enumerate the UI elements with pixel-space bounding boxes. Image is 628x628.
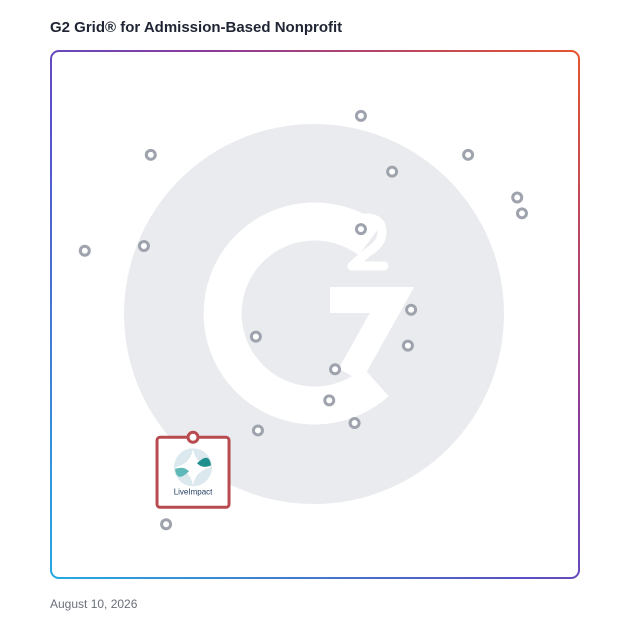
product-point-8[interactable] bbox=[78, 244, 91, 257]
product-point-16[interactable] bbox=[251, 424, 264, 437]
g2-watermark-logo bbox=[124, 124, 504, 504]
product-point-13[interactable] bbox=[329, 363, 342, 376]
highlighted-product[interactable]: LiveImpact bbox=[155, 430, 231, 509]
product-point-12[interactable] bbox=[401, 339, 414, 352]
chart-title: G2 Grid® for Admission-Based Nonprofit bbox=[50, 19, 343, 36]
data-points bbox=[78, 109, 528, 531]
product-point-10[interactable] bbox=[405, 303, 418, 316]
product-point-14[interactable] bbox=[323, 394, 336, 407]
product-point-1[interactable] bbox=[144, 148, 157, 161]
product-point-6[interactable] bbox=[515, 207, 528, 220]
product-point-3[interactable] bbox=[386, 165, 399, 178]
liveimpact-logo-icon bbox=[174, 448, 213, 487]
highlight-point[interactable] bbox=[186, 430, 200, 444]
product-point-4[interactable] bbox=[462, 148, 475, 161]
product-point-2[interactable] bbox=[354, 109, 367, 122]
product-point-11[interactable] bbox=[249, 330, 262, 343]
product-point-15[interactable] bbox=[348, 417, 361, 430]
product-point-7[interactable] bbox=[354, 223, 367, 236]
product-point-9[interactable] bbox=[137, 239, 150, 252]
report-date: August 10, 2026 bbox=[50, 597, 138, 611]
highlight-label: LiveImpact bbox=[174, 487, 213, 496]
product-point-5[interactable] bbox=[511, 191, 524, 204]
product-point-17[interactable] bbox=[160, 518, 173, 531]
